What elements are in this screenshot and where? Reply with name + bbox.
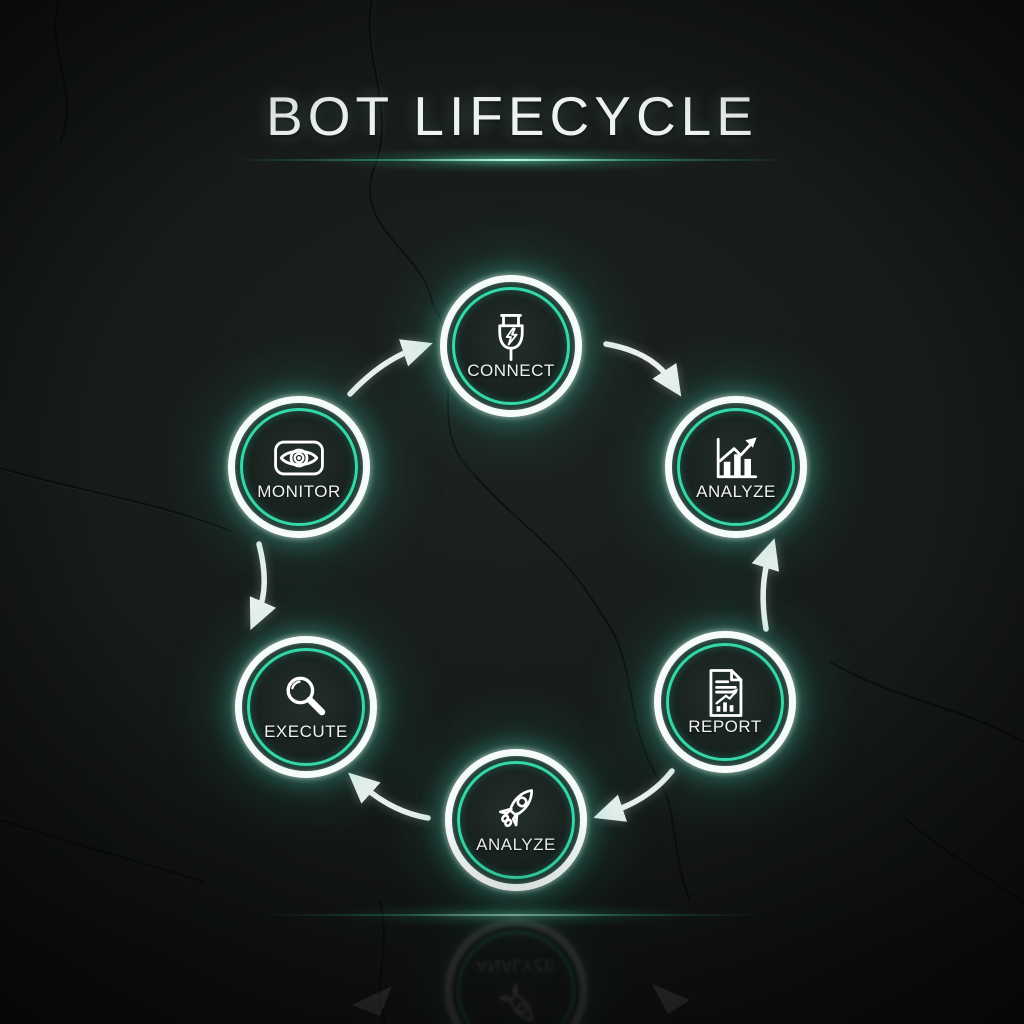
- node-label: ANALYZE: [696, 482, 776, 501]
- eye-icon: [274, 440, 324, 476]
- node-report-inner-ring: REPORT: [666, 643, 784, 761]
- rocket-icon: [498, 789, 533, 827]
- node-analyze: ANALYZE: [665, 396, 807, 538]
- arrow-report-to-analyze-bottom: [593, 768, 675, 822]
- reflected-arrowhead-left: [352, 986, 392, 1016]
- title-glow-core: [232, 159, 792, 161]
- node-label: ANALYZE: [476, 835, 556, 854]
- node-label: CONNECT: [467, 361, 555, 380]
- node-connect: CONNECT: [440, 275, 582, 417]
- node-execute: EXECUTE: [235, 636, 377, 778]
- node-analyze-inner-ring: ANALYZE: [677, 408, 795, 526]
- power-plug-icon: [498, 314, 524, 361]
- reflection-label: ANALYZE: [476, 956, 556, 975]
- reflection-inner-ring: ANALYZE: [457, 931, 575, 1024]
- arrow-analyze-bottom-to-execute: [348, 772, 431, 821]
- node-analyze-bottom-inner-ring: ANALYZE: [457, 761, 575, 879]
- arrow-monitor-to-connect: [347, 339, 433, 397]
- page-title: BOT LIFECYCLE: [266, 85, 758, 147]
- floor-glow-core: [262, 914, 762, 916]
- arrow-monitor-to-execute: [249, 541, 276, 631]
- node-monitor-inner-ring: MONITOR: [240, 408, 358, 526]
- node-report: REPORT: [654, 631, 796, 773]
- node-analyze-bottom-reflection: ANALYZE: [445, 919, 587, 1024]
- arrow-report-to-analyze: [751, 538, 780, 632]
- rocket-icon: [498, 983, 533, 1021]
- node-analyze-bottom: ANALYZE: [445, 749, 587, 891]
- node-monitor: MONITOR: [228, 396, 370, 538]
- node-label: MONITOR: [257, 482, 341, 501]
- reflected-arrowhead-right: [652, 984, 690, 1014]
- node-label: REPORT: [688, 717, 762, 736]
- report-document-icon: [709, 669, 743, 717]
- node-execute-inner-ring: EXECUTE: [247, 648, 365, 766]
- growth-chart-icon: [716, 437, 758, 479]
- node-label: EXECUTE: [264, 722, 348, 741]
- arrow-connect-to-analyze: [603, 341, 682, 397]
- magnifier-icon: [286, 676, 326, 716]
- node-connect-inner-ring: CONNECT: [452, 287, 570, 405]
